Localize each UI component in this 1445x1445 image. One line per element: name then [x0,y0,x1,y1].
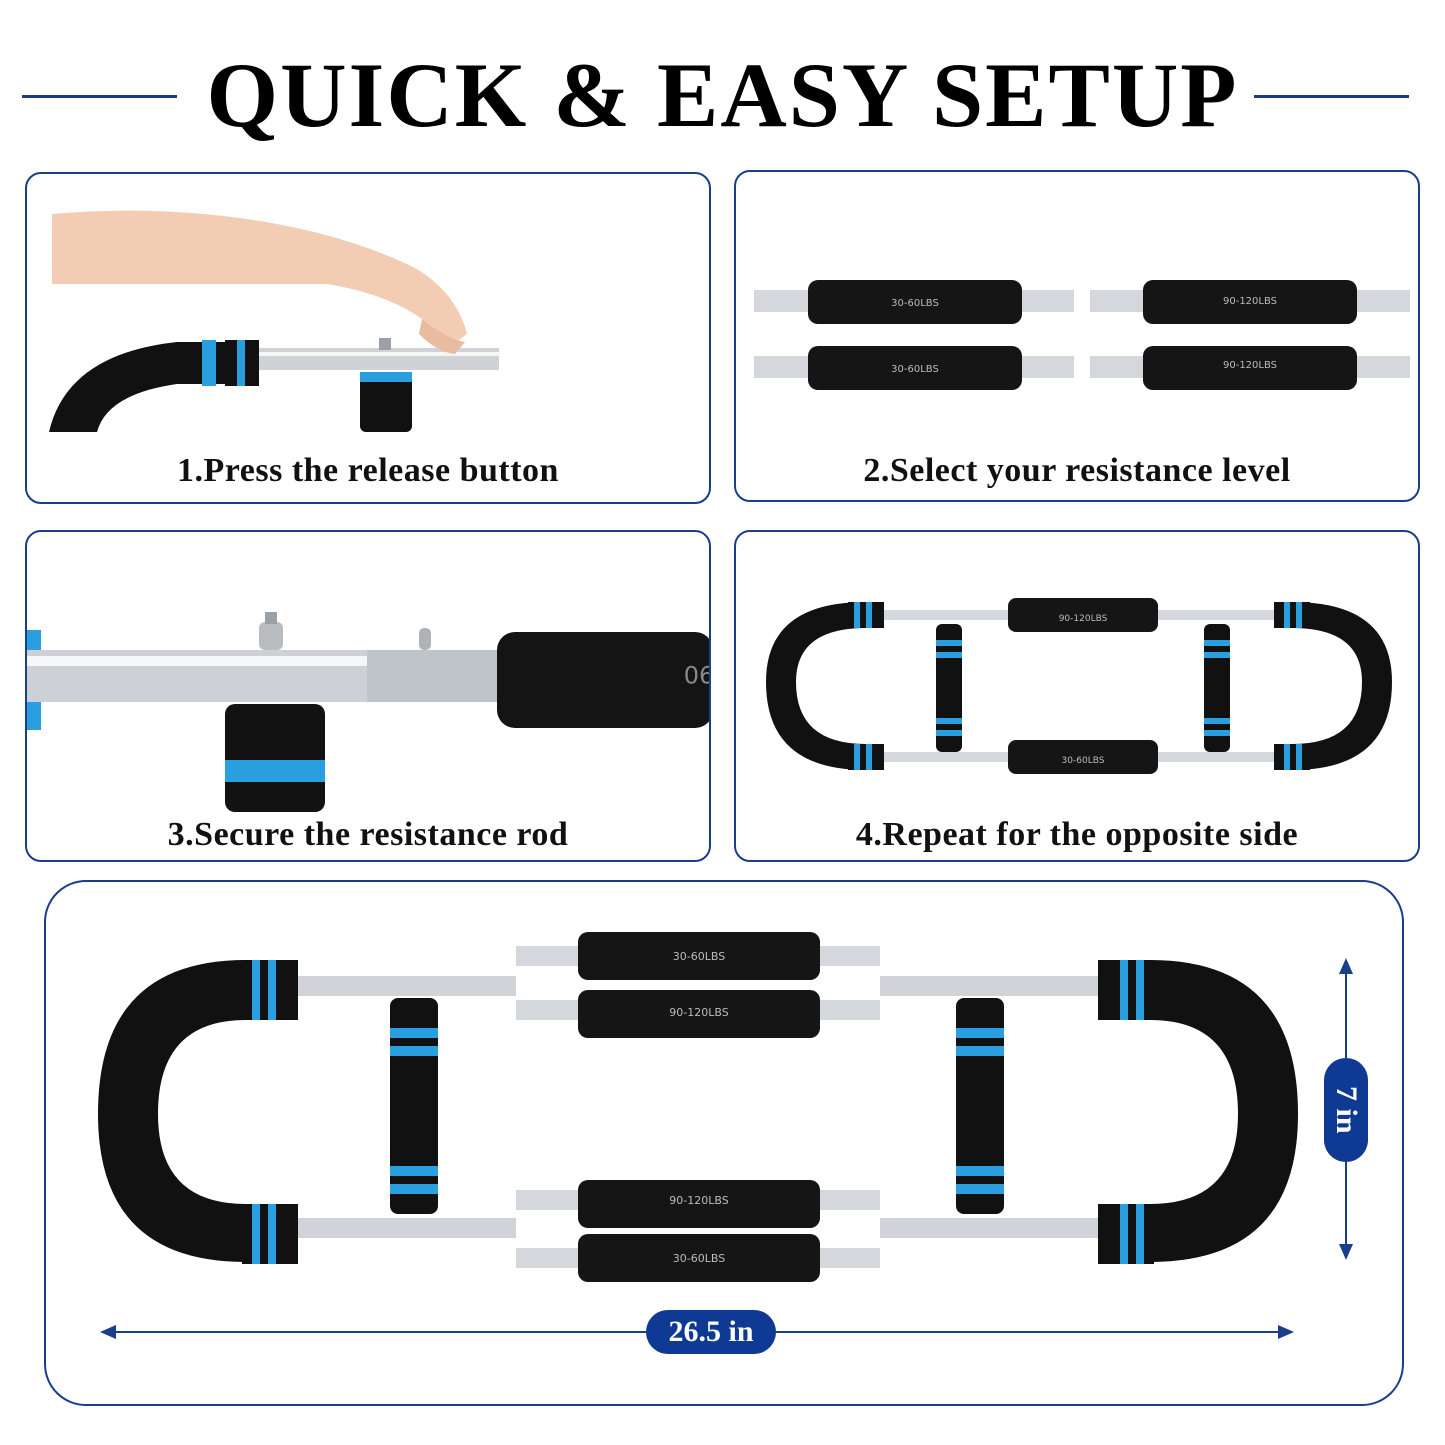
rod-label-b: 90-120LBS [1223,296,1277,307]
opposite-side-illustration: 90-120LBS 30-60LBS [766,598,1392,774]
rod-label-big-4: 30-60LBS [673,1252,725,1265]
header: QUICK & EASY SETUP [0,40,1445,150]
rod-label-d: 90-120LBS [1223,360,1277,371]
step-panel-2: 30-60LBS 90-120LBS 30-60LBS 90-120LBS 2.… [734,170,1420,502]
secure-rod-illustration: 90 [27,612,711,812]
title-rule-left [22,95,177,98]
release-button-illustration [49,210,499,432]
assembled-device-illustration: 30-60LBS 90-120LBS 90-120LBS 30-60LBS [98,932,1353,1339]
title-rule-right [1254,95,1409,98]
step-panel-1: 1.Press the release button [25,172,711,504]
step-panel-4: 90-120LBS 30-60LBS 4.Repeat for the oppo… [734,530,1420,862]
rod-label-big-3: 90-120LBS [669,1194,728,1207]
step-caption-1: 1.Press the release button [177,452,559,489]
height-dimension-badge: 7 in [1324,1058,1368,1162]
rod-label-top: 90-120LBS [1059,614,1108,624]
step-caption-3: 3.Secure the resistance rod [167,816,569,853]
page-title: QUICK & EASY SETUP [206,44,1239,146]
width-dimension-badge: 26.5 in [646,1310,776,1354]
rod-label-c: 30-60LBS [891,364,939,375]
rod-label-big-1: 30-60LBS [673,950,725,963]
rod-label-a: 30-60LBS [891,298,939,309]
step-panel-3: 90 3.Secure the resistance rod [25,530,711,862]
rod-label-bottom: 30-60LBS [1062,756,1105,766]
resistance-rods-illustration: 30-60LBS 90-120LBS 30-60LBS 90-120LBS [754,280,1410,390]
rod-label-partial: 90 [684,660,711,688]
step-caption-2: 2.Select your resistance level [863,452,1291,489]
step-caption-4: 4.Repeat for the opposite side [855,816,1299,853]
rod-label-big-2: 90-120LBS [669,1006,728,1019]
dimensions-panel: 30-60LBS 90-120LBS 90-120LBS 30-60LBS 7 … [44,880,1404,1406]
